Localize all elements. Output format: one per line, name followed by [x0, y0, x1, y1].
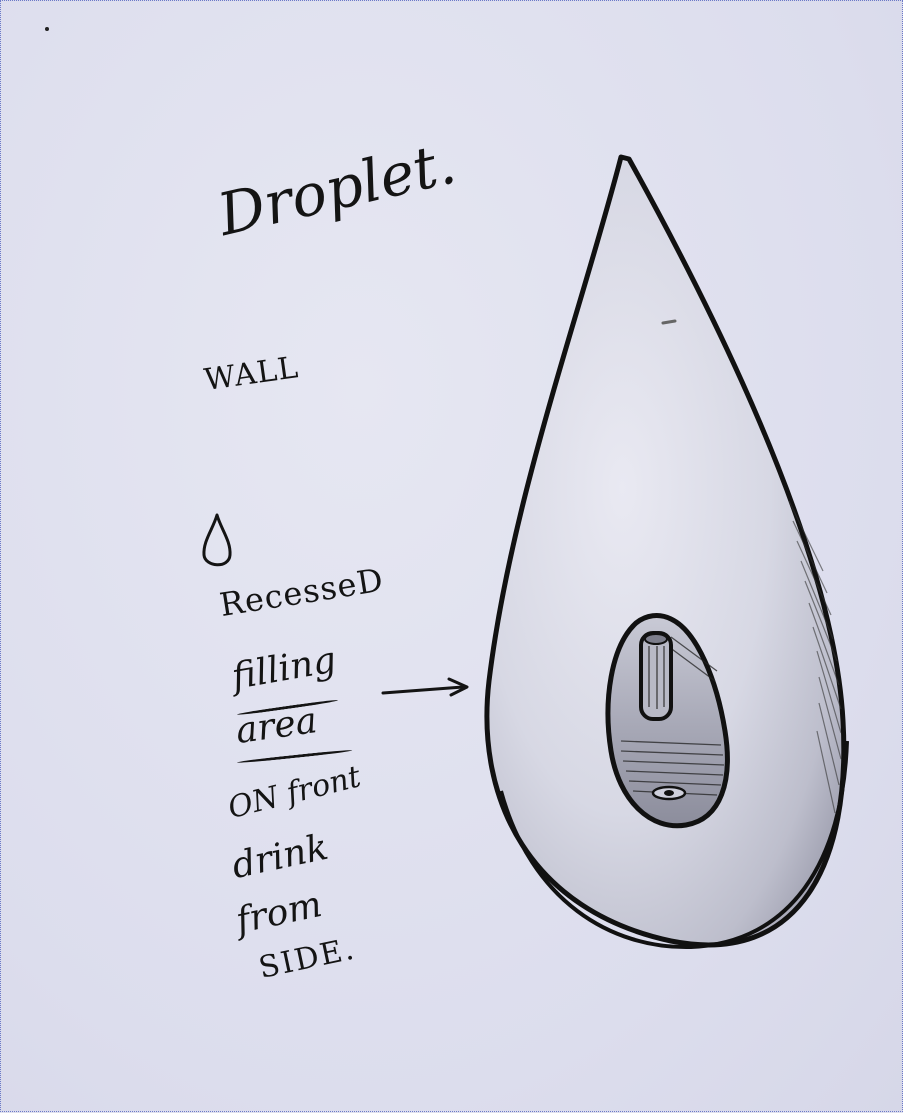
underline-area: [237, 749, 353, 764]
note-filling: filling: [229, 639, 339, 698]
note-wall: WALL: [202, 350, 301, 398]
note-recessed: RecesseD: [217, 561, 386, 624]
spout-icon: [641, 633, 671, 719]
note-on-front: ON front: [225, 759, 365, 826]
note-side: SIDE.: [256, 931, 359, 986]
small-drop-icon: [197, 511, 237, 573]
note-drink: drink: [228, 827, 331, 887]
droplet-drawing: [471, 141, 861, 961]
sketch-title: Droplet.: [212, 129, 462, 249]
note-from: from: [232, 884, 325, 942]
stray-dot: [45, 27, 49, 31]
drain-hole-icon: [653, 787, 685, 799]
note-area: area: [233, 700, 319, 752]
